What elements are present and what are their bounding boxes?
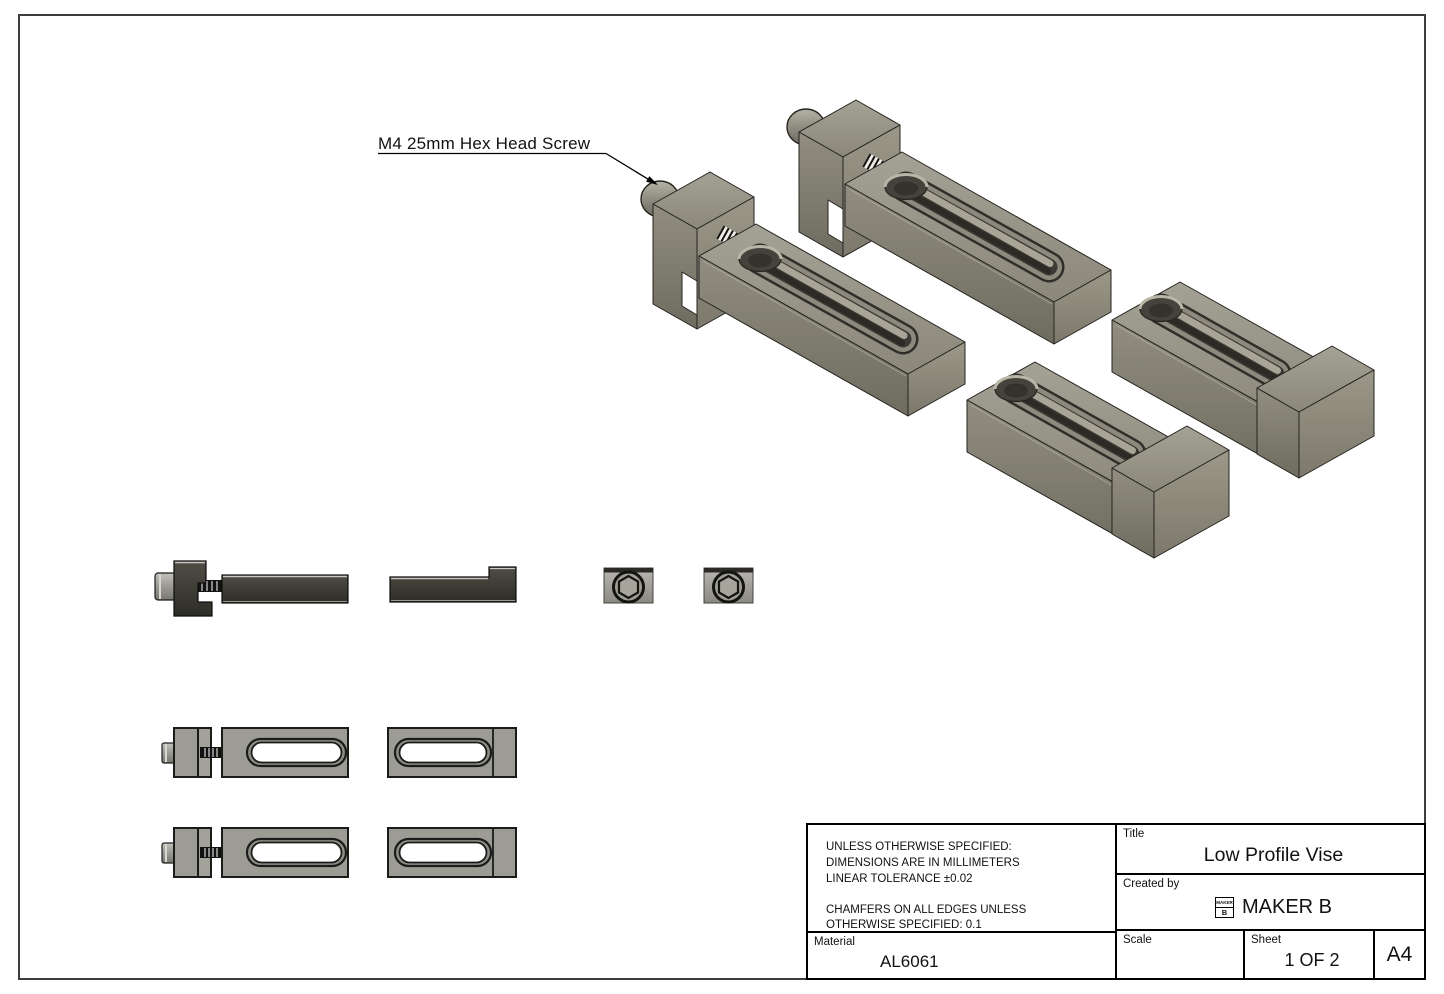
annotation-label: M4 25mm Hex Head Screw bbox=[378, 134, 591, 153]
top-view-clamp-assembly-1 bbox=[160, 726, 350, 779]
annotation-leader-line bbox=[378, 152, 658, 185]
top-view-base-2 bbox=[386, 826, 518, 879]
note-line: LINEAR TOLERANCE ±0.02 bbox=[826, 872, 973, 885]
top-view-clamp-assembly-2 bbox=[160, 826, 350, 879]
sheet-cell: Sheet 1 OF 2 bbox=[1245, 931, 1375, 978]
top-view-base-1 bbox=[386, 726, 518, 779]
note-line: DIMENSIONS ARE IN MILLIMETERS bbox=[826, 856, 1020, 869]
title-cell: Title Low Profile Vise bbox=[1117, 825, 1424, 875]
material-label: Material bbox=[814, 936, 855, 948]
scale-label: Scale bbox=[1123, 934, 1152, 946]
leader-arrowhead-icon bbox=[646, 176, 658, 185]
side-view-base bbox=[389, 566, 517, 603]
created-by-label: Created by bbox=[1123, 878, 1180, 890]
created-by-value: MAKER B bbox=[1241, 896, 1333, 918]
material-cell: Material AL6061 bbox=[808, 931, 1117, 978]
end-view-jaw-block-2 bbox=[702, 566, 755, 605]
note-line: OTHERWISE SPECIFIED: 0.1 bbox=[826, 919, 982, 932]
tolerance-notes: UNLESS OTHERWISE SPECIFIED: DIMENSIONS A… bbox=[808, 825, 1117, 931]
drawing-title: Low Profile Vise bbox=[1203, 844, 1344, 866]
scale-cell: Scale bbox=[1117, 931, 1245, 978]
sheet-value: 1 OF 2 bbox=[1284, 950, 1340, 970]
note-line: CHAMFERS ON ALL EDGES UNLESS bbox=[826, 903, 1027, 916]
maker-b-logo-icon: MAKER B bbox=[1214, 897, 1234, 918]
end-view-jaw-block-1 bbox=[602, 566, 655, 605]
note-line: UNLESS OTHERWISE SPECIFIED: bbox=[826, 841, 1012, 853]
title-label: Title bbox=[1123, 828, 1145, 840]
paper-size-value: A4 bbox=[1386, 942, 1413, 966]
side-view-clamp-assembly bbox=[154, 560, 349, 617]
paper-size-cell: A4 bbox=[1375, 931, 1424, 978]
created-by-cell: Created by MAKER B MAKER B bbox=[1117, 875, 1424, 931]
title-block: UNLESS OTHERWISE SPECIFIED: DIMENSIONS A… bbox=[806, 823, 1426, 980]
material-value: AL6061 bbox=[880, 952, 939, 971]
sheet-border bbox=[18, 14, 1426, 980]
sheet-label: Sheet bbox=[1251, 934, 1282, 946]
